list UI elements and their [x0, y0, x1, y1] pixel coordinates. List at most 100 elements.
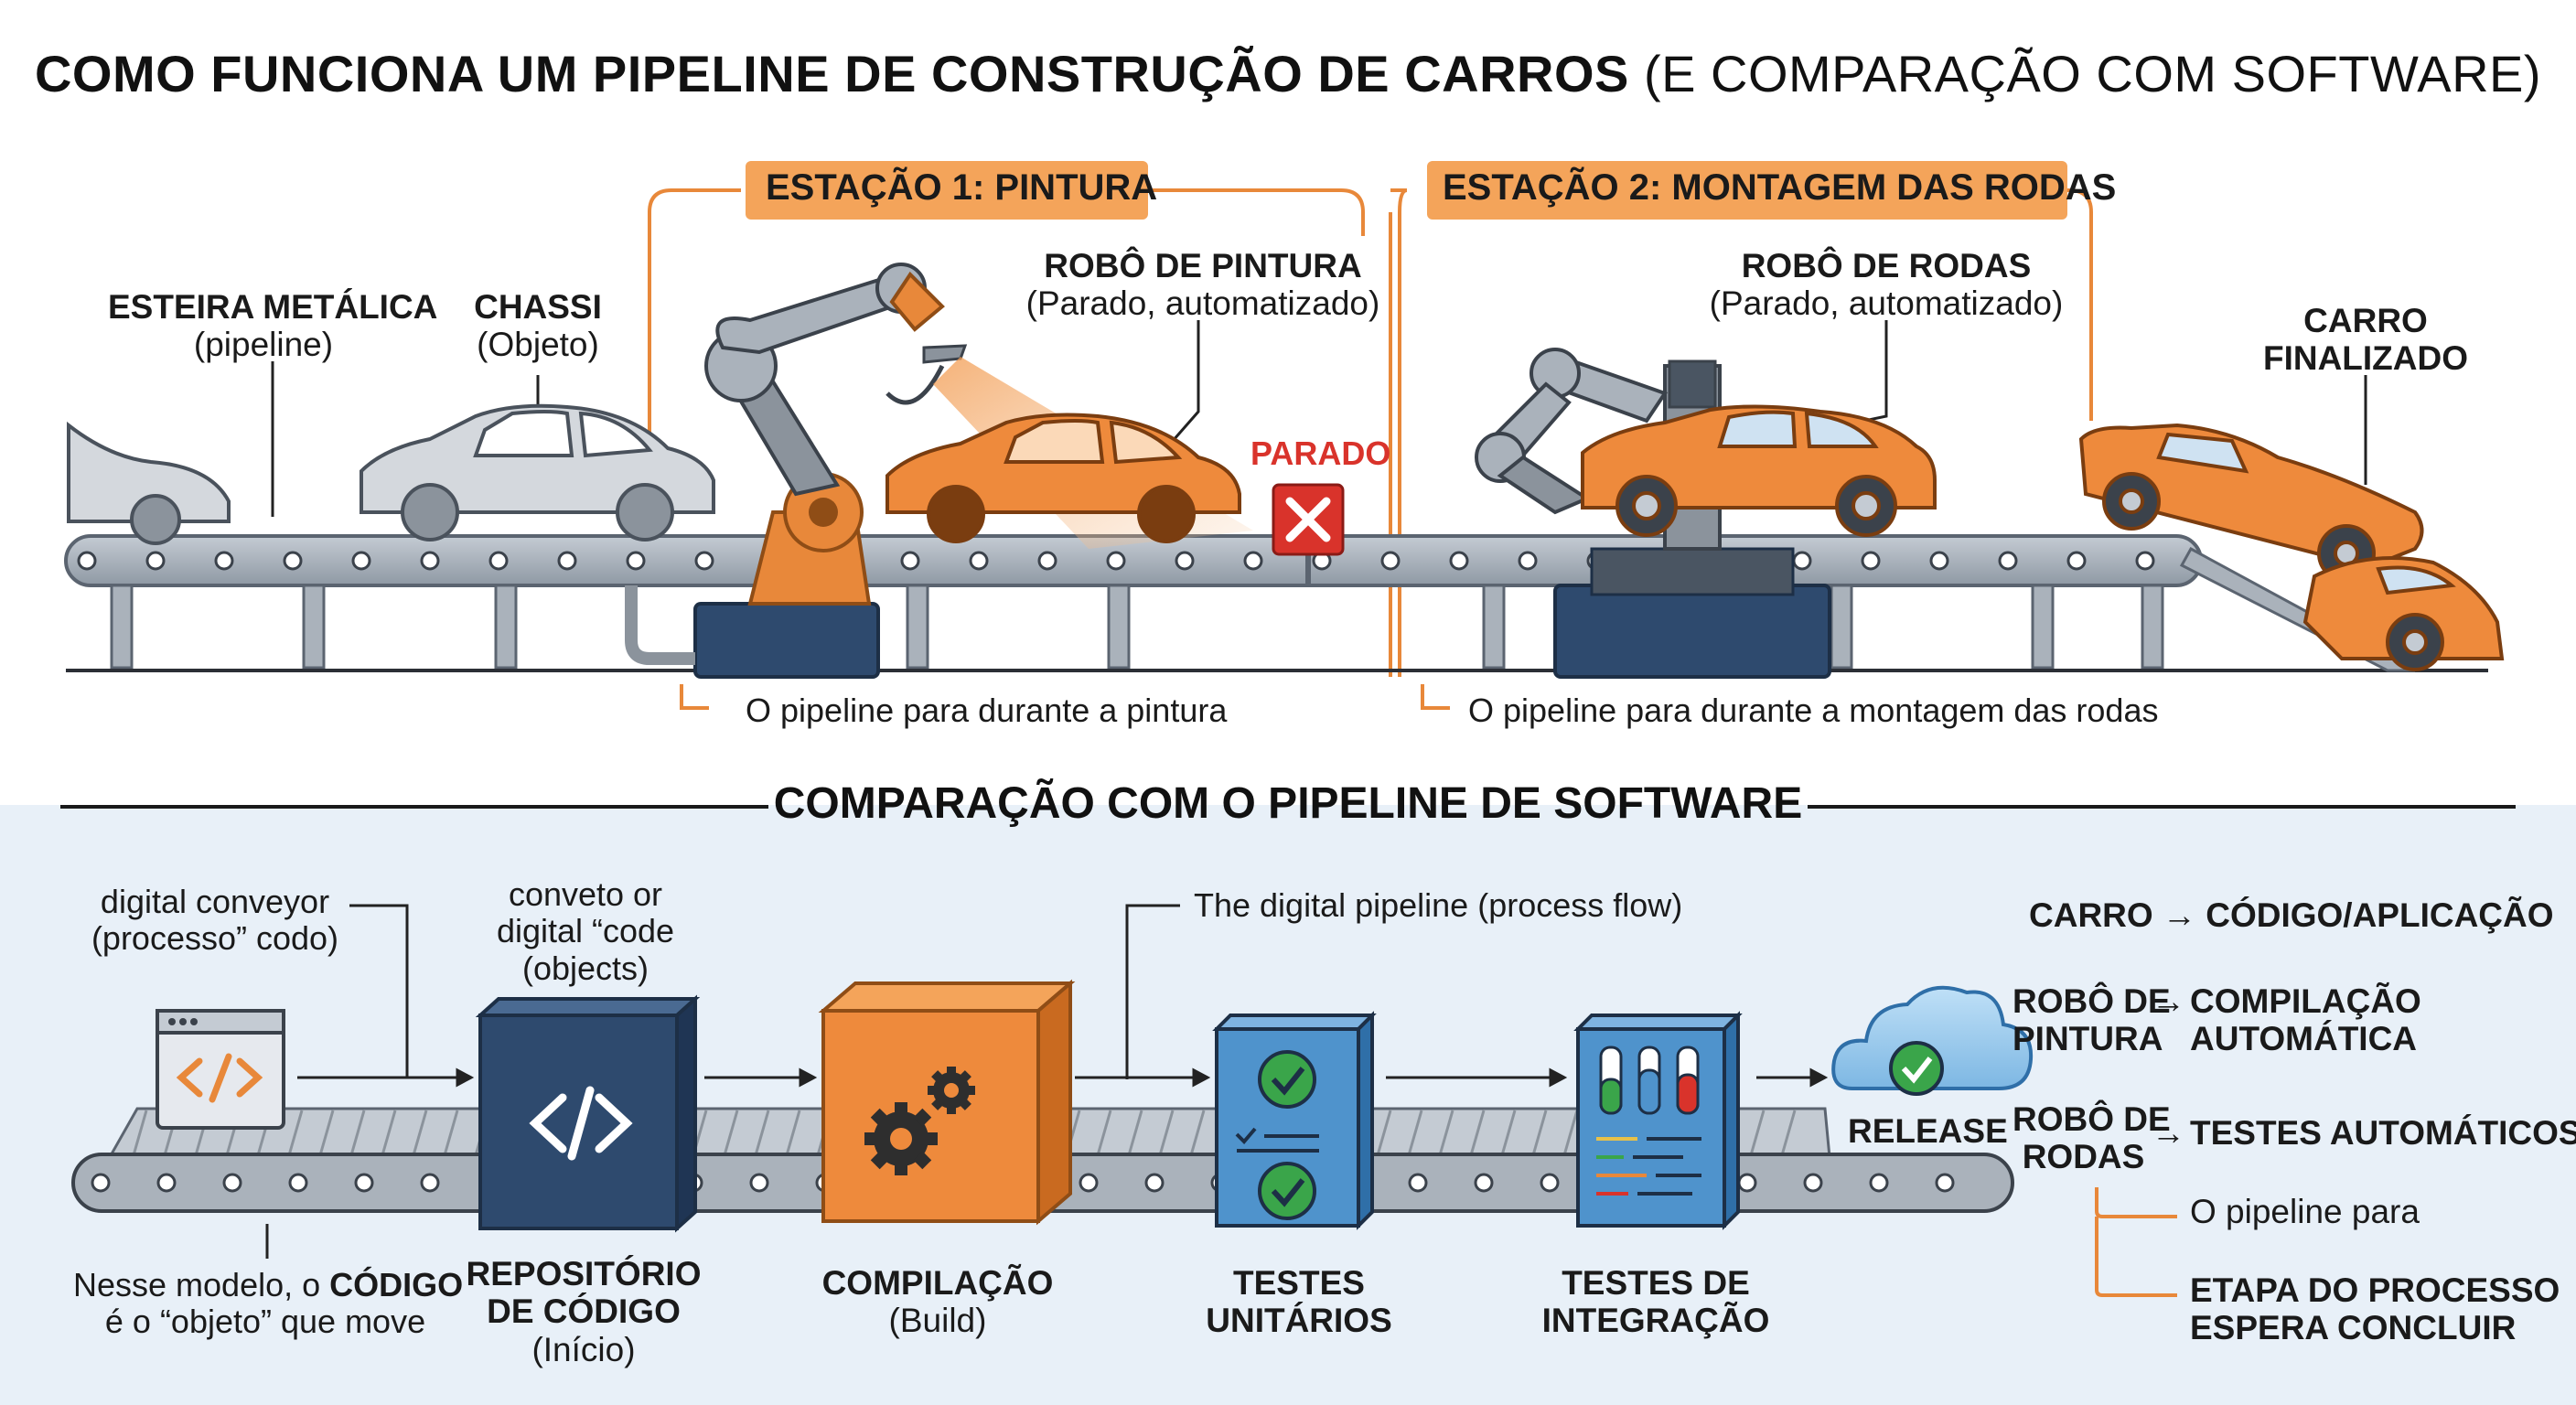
finished-car-line1: CARRO: [2303, 302, 2428, 339]
station1-label: ESTAÇÃO 1: PINTURA: [766, 167, 1158, 208]
mapping-wheel-robot-l1: ROBÔ DE: [2012, 1100, 2171, 1138]
gear-tooth: [895, 1163, 907, 1175]
gear-tooth: [913, 1151, 932, 1170]
repository-label-l3: (Início): [531, 1330, 636, 1368]
gear-tooth: [966, 1086, 975, 1095]
conveyor-roller: [1243, 551, 1263, 571]
conveyor-roller: [749, 1173, 769, 1193]
conveyor-roller: [557, 551, 577, 571]
conveyor-roller: [1803, 1173, 1823, 1193]
gear-tooth: [947, 1105, 956, 1114]
gear-tooth: [870, 1151, 889, 1170]
unit-tests-box: [1212, 1011, 1377, 1230]
conveyor-slat: [318, 1110, 335, 1156]
conveyor-roller: [488, 551, 509, 571]
car-wheel-station: [1581, 404, 1937, 537]
conveyor-roller: [2066, 551, 2087, 571]
code-note-prefix: Nesse modelo, o: [73, 1266, 330, 1303]
conveyor-roller: [77, 551, 97, 571]
conveyor-roller: [1792, 551, 1812, 571]
repository-cube: [475, 994, 701, 1233]
conveyor-slat: [132, 1110, 148, 1156]
conveyor-roller: [1869, 1173, 1889, 1193]
conveyor-roller: [969, 551, 989, 571]
conveyor-slat: [1500, 1110, 1517, 1156]
mapping-process-wait: ETAPA DO PROCESSO ESPERA CONCLUIR: [2190, 1271, 2560, 1347]
conveyor-slat: [1531, 1110, 1548, 1156]
mapping-pipeline-stops: O pipeline para: [2190, 1193, 2420, 1230]
wheel-robot-sub: (Parado, automatizado): [1709, 284, 2064, 323]
chassis-label-title: CHASSI: [474, 288, 602, 326]
gear-tooth: [895, 1102, 907, 1115]
mapping-compilation-l1: COMPILAÇÃO: [2190, 982, 2421, 1020]
mapping-arrow-1: →: [2162, 896, 2196, 934]
conveyor-slat: [785, 1110, 801, 1156]
station2-bracket: [1390, 188, 2093, 710]
paint-robot-title: ROBÔ DE PINTURA: [1044, 247, 1362, 284]
mapping-compilation: COMPILAÇÃO AUTOMÁTICA: [2190, 982, 2421, 1058]
annotation-digital-code-l1: conveto or: [508, 875, 663, 913]
conveyor-roller: [1474, 1173, 1494, 1193]
conveyor-slat: [1407, 1110, 1423, 1156]
gear-tooth: [931, 1097, 945, 1110]
conveyor-roller: [283, 551, 303, 571]
conveyor-slat: [381, 1110, 397, 1156]
release-cloud-icon: [1831, 985, 2034, 1096]
code-file-icon: [156, 1009, 285, 1130]
annotation-digital-code-l2: digital “code: [496, 912, 675, 950]
finished-car-label: CARRO FINALIZADO: [2238, 302, 2494, 378]
conveyor-roller: [420, 551, 440, 571]
integration-tests-label-l2: INTEGRAÇÃO: [1541, 1302, 1770, 1340]
release-label: RELEASE: [1848, 1112, 2008, 1150]
chassis-label: CHASSI (Objeto): [446, 288, 629, 364]
test-tubes-icon: [1599, 1046, 1700, 1115]
x-icon: [1285, 497, 1331, 542]
conveyor-slat: [723, 1110, 739, 1156]
conveyor-slat: [443, 1110, 459, 1156]
mapping-wheel-robot: ROBÔ DE RODAS: [2012, 1100, 2171, 1176]
gear-tooth: [913, 1108, 932, 1127]
conveyor-roller: [1144, 1173, 1165, 1193]
conveyor-roller: [1540, 1173, 1560, 1193]
gear-tooth: [958, 1070, 971, 1084]
mapping-compilation-l2: AUTOMÁTICA: [2190, 1020, 2418, 1058]
conveyor-slat: [287, 1110, 304, 1156]
conveyor-roller: [1037, 551, 1057, 571]
conveyor-roller: [1106, 551, 1126, 571]
chassis-car: [360, 403, 715, 542]
title-main: COMO FUNCIONA UM PIPELINE DE CONSTRUÇÃO …: [34, 45, 1629, 102]
annotation-digital-conveyor: digital conveyor (processo” codo): [82, 883, 348, 958]
check-icon: [1258, 1050, 1316, 1109]
conveyor-roller: [354, 1173, 374, 1193]
conveyor-roller: [288, 1173, 308, 1193]
pipeline-stop-note-1: O pipeline para durante a pintura: [746, 692, 1228, 729]
pipeline-stop-note-2: O pipeline para durante a montagem das r…: [1468, 692, 2159, 729]
code-object-note: Nesse modelo, o CÓDIGO é o “objeto” que …: [73, 1266, 463, 1341]
conveyor-slat: [1158, 1110, 1175, 1156]
gear-tooth: [870, 1108, 889, 1127]
integration-tests-label-l1: TESTES DE: [1562, 1264, 1750, 1302]
conveyor-roller: [2135, 551, 2155, 571]
annotation-digital-code-l3: (objects): [521, 949, 649, 987]
conveyor-label: ESTEIRA METÁLICA (pipeline): [108, 288, 437, 364]
mapping-car-left: CARRO: [2029, 896, 2153, 934]
conveyor-slat: [1562, 1110, 1579, 1156]
page-title: COMO FUNCIONA UM PIPELINE DE CONSTRUÇÃO …: [0, 45, 2576, 103]
stop-label: PARADO: [1250, 434, 1391, 472]
conveyor-slat: [1469, 1110, 1486, 1156]
mapping-process-wait-l1: ETAPA DO PROCESSO: [2190, 1271, 2560, 1309]
conveyor-slat: [412, 1110, 428, 1156]
conveyor-slat: [349, 1110, 366, 1156]
car-being-painted: [886, 413, 1241, 543]
finished-car-bottom: [2302, 556, 2505, 671]
mapping-paint-robot-l1: ROBÔ DE: [2012, 982, 2171, 1020]
conveyor-roller: [1737, 1173, 1757, 1193]
flow-arrows: [297, 1067, 1829, 1088]
conveyor-slat: [1127, 1110, 1143, 1156]
wheel-robot: [1475, 348, 1831, 679]
wheel-robot-title: ROBÔ DE RODAS: [1741, 247, 2032, 284]
conveyor-roller: [1861, 551, 1881, 571]
repository-label: REPOSITÓRIO DE CÓDIGO (Início): [446, 1255, 721, 1368]
conveyor-slat: [754, 1110, 770, 1156]
